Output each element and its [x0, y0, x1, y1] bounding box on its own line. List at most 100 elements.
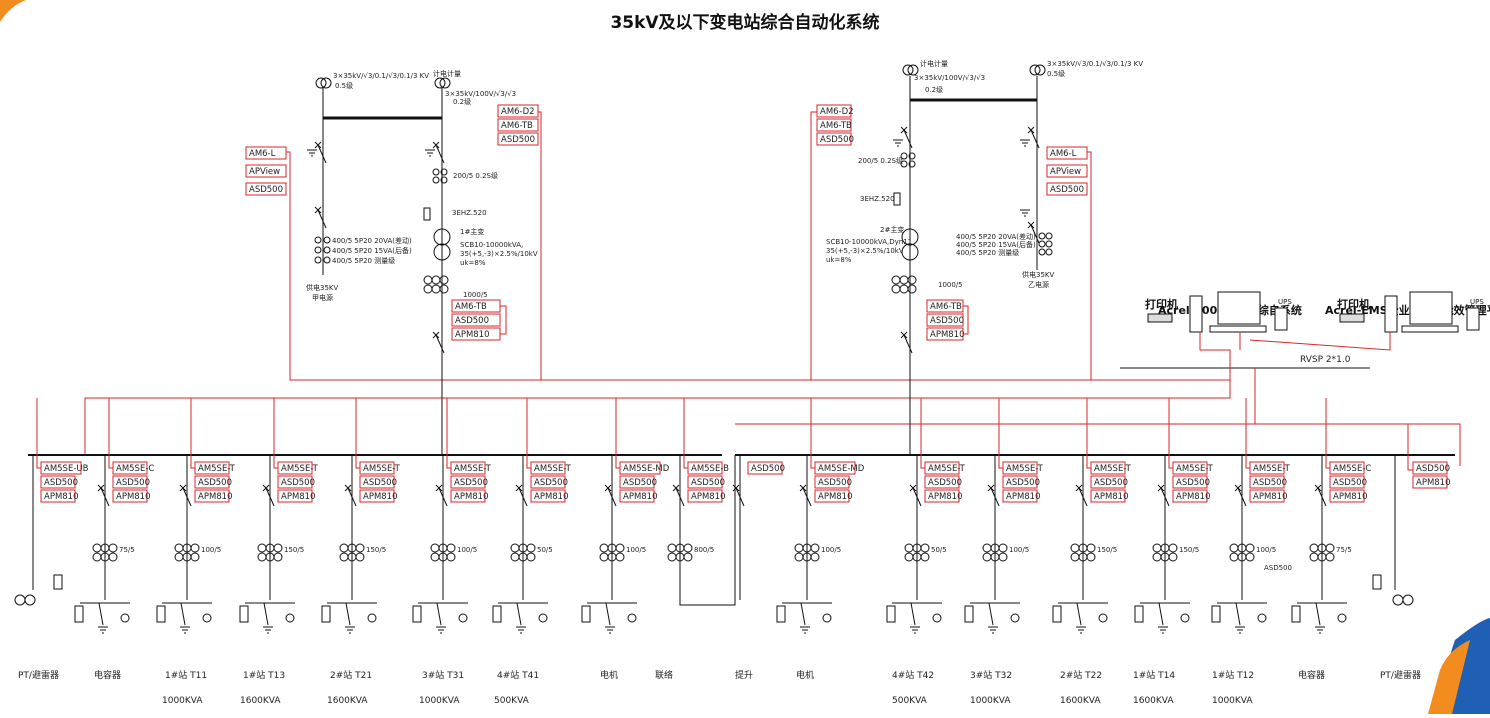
- load-lamp: [1257, 613, 1267, 623]
- ups-icon: [1274, 307, 1288, 331]
- load-lamp: [120, 613, 130, 623]
- feeder-name: 电容器: [1298, 669, 1325, 681]
- ct-coil: [257, 552, 267, 562]
- pt-coil: [902, 64, 914, 76]
- ct-coil: [108, 552, 118, 562]
- ct-coil: [599, 552, 609, 562]
- feeder-device-box-label: APM810: [1176, 492, 1211, 502]
- transformer-winding: [901, 228, 919, 246]
- ct-coil: [92, 552, 102, 562]
- transformer-name: 2#主变: [880, 225, 904, 234]
- feeder-device-box-label: AM5SE-T: [198, 464, 236, 474]
- feeder-device-box: [112, 489, 148, 503]
- transformer-winding: [901, 243, 919, 261]
- signal-line: [920, 398, 925, 469]
- feeder-device-box-label: APM810: [1333, 492, 1368, 502]
- feeder-device-box-label: AM5SE-MD: [623, 464, 670, 474]
- feeder-device-box-label: APM810: [1253, 492, 1288, 502]
- signal-line: [500, 305, 507, 335]
- load-lamp: [627, 613, 637, 623]
- feeder-ct: 150/5: [1179, 546, 1199, 554]
- pt-coil: [315, 77, 327, 89]
- pt-coil: [1402, 594, 1414, 606]
- device-box-label: AM6-D2: [501, 107, 535, 117]
- load-switch: [263, 602, 269, 626]
- signal-line: [1407, 424, 1413, 471]
- arrester: [53, 574, 63, 590]
- device-box-label: AM6-TB: [501, 121, 533, 131]
- ct-coil: [432, 168, 440, 176]
- load-symbol: [74, 605, 84, 623]
- feeder-device-box-label: AM5SE-UB: [44, 464, 89, 474]
- feeder-breaker: [1317, 487, 1327, 507]
- feeder-device-box-label: APM810: [363, 492, 398, 502]
- ct-coil: [900, 160, 908, 168]
- device-box-label: AM6-D2: [820, 107, 854, 117]
- load-symbol: [1052, 605, 1062, 623]
- breaker-cross: [900, 126, 908, 134]
- device-box: [497, 132, 539, 146]
- feeder-device-box: [40, 475, 76, 489]
- feeder-ct: 50/5: [931, 546, 947, 554]
- ct-coil: [1229, 552, 1239, 562]
- ct-coil: [982, 543, 992, 553]
- ct-coil: [1045, 232, 1053, 240]
- breaker-cross: [1157, 484, 1165, 492]
- device-box-label: AM6-TB: [820, 121, 852, 131]
- feeder-ct: 75/5: [1336, 546, 1352, 554]
- breaker-cross: [262, 484, 270, 492]
- signal-line: [190, 398, 195, 469]
- ct-coil: [908, 160, 916, 168]
- ct-coil: [423, 284, 433, 294]
- feeder-device-box-label: AM5SE-T: [281, 464, 319, 474]
- feeder-device-box-label: APM810: [198, 492, 233, 502]
- feeder-name: 1#站 T14: [1133, 669, 1175, 681]
- pt-class: 0.5级: [1047, 69, 1065, 78]
- transformer-spec: 35(+5,-3)×2.5%/10kV: [460, 250, 538, 258]
- ct-coil: [904, 543, 914, 553]
- load-symbol: [964, 605, 974, 623]
- feeder-device-box-label: ASD500: [281, 478, 315, 488]
- feeder-device-box: [530, 475, 566, 489]
- device-box-label: APView: [1050, 167, 1081, 177]
- pt-coil: [907, 64, 919, 76]
- load-symbol: [776, 605, 786, 623]
- ct-coil: [190, 552, 200, 562]
- page-title: 35kV及以下变电站综合自动化系统: [610, 13, 880, 33]
- load-lamp: [1010, 613, 1020, 623]
- feeder-ct: 100/5: [457, 546, 477, 554]
- feeder-device-box-label: APM810: [691, 492, 726, 502]
- load-switch: [988, 602, 994, 626]
- arrester-label: 3EHZ.520: [452, 209, 487, 217]
- load-symbol: [1134, 605, 1144, 623]
- ct-coil: [891, 275, 901, 285]
- feeder-device-box: [1002, 475, 1038, 489]
- feeder-device-box: [747, 461, 783, 475]
- feeder-device-box: [450, 475, 486, 489]
- printer-icon: [1339, 313, 1365, 323]
- signal-line: [286, 151, 1230, 381]
- feeder-sub: 甲电源: [312, 293, 333, 302]
- feeder-device-box: [450, 489, 486, 503]
- keyboard-icon: [1209, 325, 1267, 333]
- feeder-device-box-label: APM810: [928, 492, 963, 502]
- ct-coil: [1045, 240, 1053, 248]
- load-switch: [516, 602, 522, 626]
- device-box-label: ASD500: [820, 135, 854, 145]
- ct-coil: [1245, 543, 1255, 553]
- feeder-device-box: [687, 475, 723, 489]
- ct-coil: [431, 284, 441, 294]
- device-box: [1046, 182, 1088, 196]
- feeder-name: 2#站 T22: [1060, 669, 1102, 681]
- load-lamp: [1098, 613, 1108, 623]
- ct-coil: [920, 543, 930, 553]
- signal-line: [108, 398, 113, 469]
- load-lamp: [458, 613, 468, 623]
- feeder-device-box-label: AM5SE-C: [1333, 464, 1371, 474]
- ct-coil: [439, 275, 449, 285]
- transformer-name: 1#主变: [460, 227, 484, 236]
- feeder-device-box-label: ASD500: [1333, 478, 1367, 488]
- breaker-cross: [1075, 484, 1083, 492]
- feeder-device-box-label: ASD500: [751, 464, 785, 474]
- load-lamp: [1337, 613, 1347, 623]
